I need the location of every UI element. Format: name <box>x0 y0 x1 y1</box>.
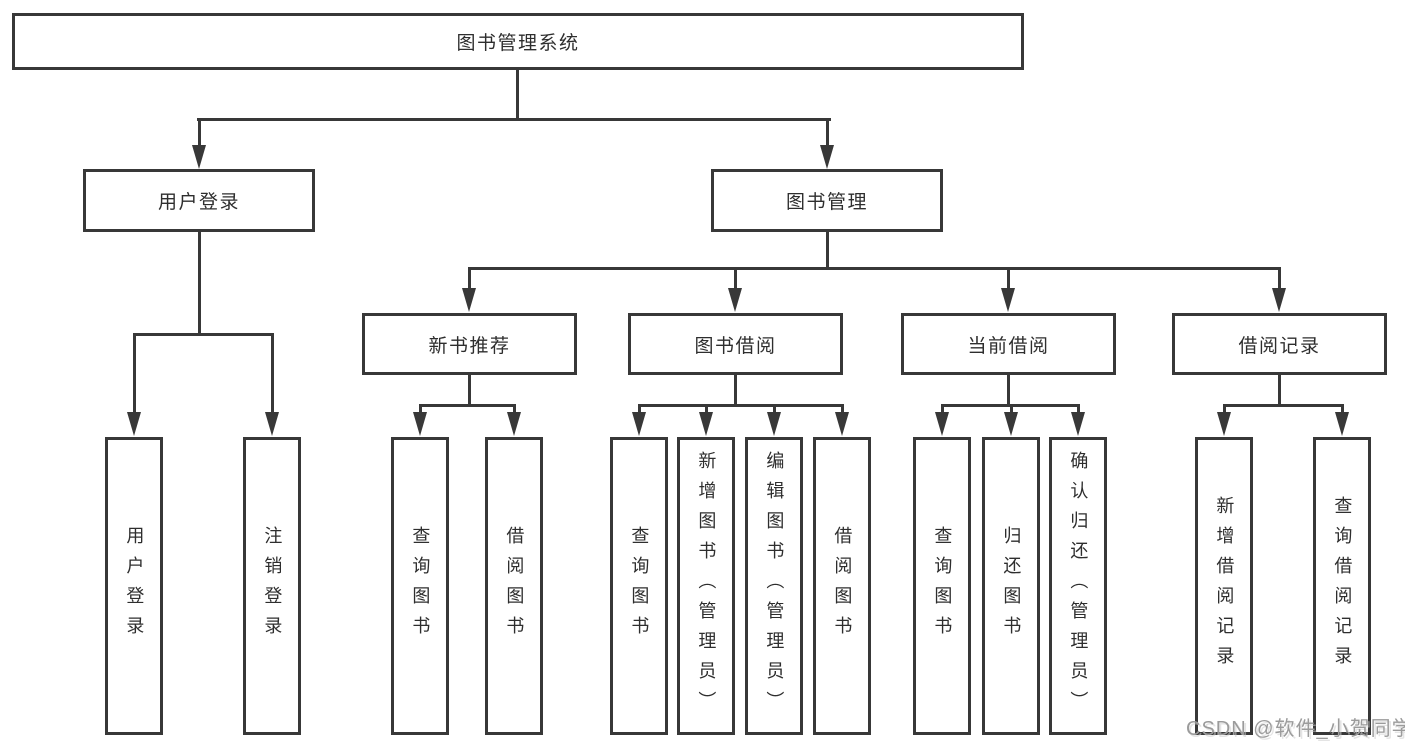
arrowhead-down-icon <box>1004 412 1018 436</box>
leaf-label: 查询图书 <box>932 526 953 646</box>
leaf-label: 确认归还（管理员） <box>1068 451 1089 721</box>
leaf-label: 归还图书 <box>1001 526 1022 646</box>
connector-vline <box>1223 404 1226 413</box>
node-user-login: 用户登录 <box>83 169 315 232</box>
arrowhead-down-icon <box>767 412 781 436</box>
arrowhead-down-icon <box>699 412 713 436</box>
arrowhead-down-icon <box>1272 288 1286 312</box>
leaf-borrow-borrow: 借阅图书 <box>813 437 871 735</box>
arrowhead-down-icon <box>265 412 279 436</box>
connector-vline <box>198 232 201 335</box>
arrowhead-down-icon <box>820 145 834 169</box>
arrowhead-down-icon <box>462 288 476 312</box>
arrowhead-down-icon <box>935 412 949 436</box>
arrowhead-down-icon <box>413 412 427 436</box>
arrowhead-down-icon <box>1001 288 1015 312</box>
connector-vline <box>468 267 471 288</box>
connector-hline <box>133 333 274 336</box>
watermark: CSDN @软件_小贺同学 <box>1186 718 1405 740</box>
leaf-label: 编辑图书（管理员） <box>764 451 785 721</box>
leaf-logout: 注销登录 <box>243 437 301 735</box>
connector-hline <box>197 118 831 121</box>
connector-hline <box>419 404 516 407</box>
connector-vline <box>468 375 471 406</box>
connector-vline <box>516 70 519 120</box>
connector-vline <box>1010 404 1013 413</box>
arrowhead-down-icon <box>507 412 521 436</box>
leaf-user-login: 用户登录 <box>105 437 163 735</box>
arrowhead-down-icon <box>1217 412 1231 436</box>
leaf-newbook-borrow: 借阅图书 <box>485 437 543 735</box>
arrowhead-down-icon <box>192 145 206 169</box>
connector-vline <box>133 333 136 412</box>
connector-hline <box>469 267 1281 270</box>
connector-vline <box>1278 267 1281 288</box>
connector-vline <box>826 232 829 269</box>
connector-vline <box>513 404 516 413</box>
connector-vline <box>198 118 201 147</box>
connector-vline <box>271 333 274 412</box>
node-book-management: 图书管理 <box>711 169 943 232</box>
arrowhead-down-icon <box>728 288 742 312</box>
leaf-current-return: 归还图书 <box>982 437 1040 735</box>
leaf-borrow-add-admin: 新增图书（管理员） <box>677 437 735 735</box>
arrowhead-down-icon <box>1335 412 1349 436</box>
node-book-borrow: 图书借阅 <box>628 313 843 375</box>
leaf-records-add: 新增借阅记录 <box>1195 437 1253 735</box>
arrowhead-down-icon <box>1071 412 1085 436</box>
leaf-label: 注销登录 <box>262 526 283 646</box>
connector-vline <box>1077 404 1080 413</box>
connector-vline <box>941 404 944 413</box>
node-new-book-recommend: 新书推荐 <box>362 313 577 375</box>
leaf-newbook-query: 查询图书 <box>391 437 449 735</box>
connector-vline <box>1007 267 1010 288</box>
connector-vline <box>1007 375 1010 406</box>
connector-hline <box>638 404 843 407</box>
connector-vline <box>705 404 708 413</box>
arrowhead-down-icon <box>835 412 849 436</box>
node-system-root: 图书管理系统 <box>12 13 1024 70</box>
leaf-current-query: 查询图书 <box>913 437 971 735</box>
leaf-label: 借阅图书 <box>504 526 525 646</box>
leaf-label: 新增借阅记录 <box>1214 496 1235 676</box>
connector-vline <box>773 404 776 413</box>
connector-vline <box>638 404 641 413</box>
leaf-label: 用户登录 <box>124 526 145 646</box>
connector-hline <box>1223 404 1343 407</box>
connector-vline <box>419 404 422 413</box>
connector-vline <box>841 404 844 413</box>
connector-vline <box>734 267 737 288</box>
leaf-borrow-query: 查询图书 <box>610 437 668 735</box>
connector-vline <box>734 375 737 406</box>
node-borrow-records: 借阅记录 <box>1172 313 1387 375</box>
leaf-borrow-edit-admin: 编辑图书（管理员） <box>745 437 803 735</box>
arrowhead-down-icon <box>127 412 141 436</box>
arrowhead-down-icon <box>632 412 646 436</box>
connector-vline <box>1278 375 1281 406</box>
connector-vline <box>826 118 829 147</box>
connector-vline <box>1341 404 1344 413</box>
leaf-label: 借阅图书 <box>832 526 853 646</box>
leaf-label: 查询图书 <box>629 526 650 646</box>
leaf-current-confirm-admin: 确认归还（管理员） <box>1049 437 1107 735</box>
leaf-label: 新增图书（管理员） <box>696 451 717 721</box>
leaf-label: 查询借阅记录 <box>1332 496 1353 676</box>
leaf-records-query: 查询借阅记录 <box>1313 437 1371 735</box>
node-current-borrow: 当前借阅 <box>901 313 1116 375</box>
leaf-label: 查询图书 <box>410 526 431 646</box>
